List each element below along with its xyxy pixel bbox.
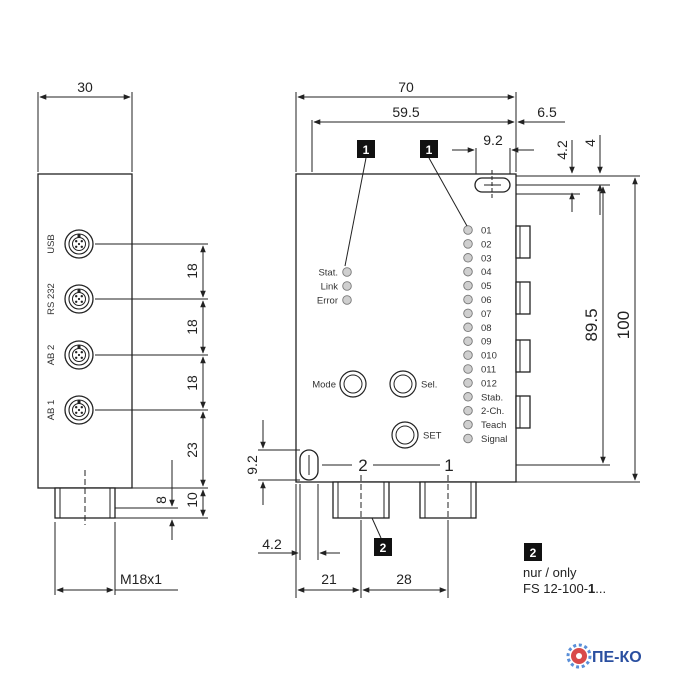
channel-led-label: 011 [481,365,496,376]
channel-led-icon [463,419,473,430]
channel-led-label: 09 [481,337,492,348]
gear-icon [566,643,592,669]
channel-led-label: 2-Ch. [481,406,504,417]
side-housing [37,173,133,489]
connector-dim-10: 10 [184,492,200,508]
rs232-port-icon [64,284,94,314]
left-slot-height-dim: 9.2 [244,455,260,475]
channel-led-label: 08 [481,323,492,334]
side-view: 30 USB RS 232 AB 2 AB 1 18 18 18 23 [37,79,208,595]
channel-led-label: 01 [481,226,492,237]
note-marker: 2 [530,546,537,560]
set-button-label: SET [423,431,442,442]
note-line-2: FS 12-100-1... [523,581,606,596]
channel-led-label: Stab. [481,392,503,403]
ab1-port-icon [64,395,94,425]
channel-led-icon [463,392,473,402]
pitch-dim-2: 18 [184,319,200,335]
left-offset-dim: 4.2 [262,536,282,552]
connector-number-2: 2 [358,456,367,475]
slot-width-dim: 9.2 [483,132,503,148]
connector-number-1: 1 [444,456,453,475]
note-line-1: nur / only [523,565,577,580]
note-marker-badge [524,543,542,561]
callout-1-text-channels: 1 [426,143,433,157]
channel-led-icon [463,239,473,249]
led-label-stat: Stat. [318,268,338,279]
connector-dim-8: 8 [153,496,169,504]
channel-led-label: 06 [481,295,492,306]
conn-left-dim: 21 [321,571,337,587]
port-label-ab2: AB 2 [46,345,57,366]
bottom-dim: 23 [184,442,200,458]
mode-button[interactable] [339,370,367,398]
bottom-connector-1 [419,475,477,525]
callout-1-badge-status [357,140,375,158]
channel-led-icon [463,266,473,277]
led-error-icon [342,295,352,305]
channel-led-icon [463,322,473,333]
bottom-connector-2 [332,475,390,525]
set-button[interactable] [391,421,419,449]
select-button-label: Sel. [421,380,437,391]
channel-led-label: 03 [481,253,492,264]
pitch-dim-3: 18 [184,375,200,391]
channel-led-icon [463,225,473,235]
channel-led-icon [463,336,473,346]
led-stat-icon [342,267,352,277]
logo-text: ПЕ-КО [592,649,642,666]
thread-label: M18x1 [120,571,162,587]
callout-1-badge-channels [420,140,438,158]
callout-2-text: 2 [380,541,387,555]
status-led-group: Stat. Link Error [317,267,352,307]
variant-note: 2 nur / only FS 12-100-1... [523,543,606,596]
led-label-link: Link [321,282,339,293]
slot-height-dim: 4.2 [554,140,570,160]
led-link-icon [342,281,352,291]
channel-led-label: 04 [481,267,492,278]
channel-led-icon [463,280,473,291]
overhang-dim: 6.5 [537,104,557,120]
usb-port-icon [64,229,94,259]
channel-led-label: 010 [481,351,497,362]
side-width-dim: 30 [77,79,93,95]
channel-led-icon [463,253,473,263]
port-label-usb: USB [46,234,57,254]
channel-led-label: Signal [481,434,507,445]
port-label-rs232: RS 232 [46,283,57,315]
channel-led-label: 012 [481,378,497,389]
channel-led-label: 05 [481,281,492,292]
front-view: 70 59.5 6.5 9.2 4.2 4 89.5 100 [244,79,640,598]
channel-led-label: 02 [481,239,492,250]
channel-led-label: 07 [481,309,492,320]
led-label-error: Error [317,296,338,307]
channel-led-label: Teach [481,420,506,431]
brand-logo: ПЕ-КО [566,643,642,669]
channel-led-icon [463,378,473,388]
channel-led-icon [463,294,473,305]
callout-2-badge [374,538,392,556]
conn-spacing-dim: 28 [396,571,412,587]
ab2-port-icon [64,340,94,370]
slot-offset-dim: 4 [582,139,598,147]
channel-led-icon [463,405,473,416]
body-width-dim: 59.5 [392,104,419,120]
port-label-ab1: AB 1 [46,400,57,421]
total-width-dim: 70 [398,79,414,95]
hole-spacing-dim: 89.5 [582,308,601,341]
select-button[interactable] [389,370,417,398]
channel-led-icon [463,308,473,319]
callout-1-text-status: 1 [363,143,370,157]
total-height-dim: 100 [614,311,633,339]
channel-led-icon [463,364,473,374]
mode-button-label: Mode [312,380,336,391]
pitch-dim-1: 18 [184,263,200,279]
right-connectors [515,225,531,429]
channel-led-icon [463,433,473,444]
channel-led-icon [463,350,473,360]
